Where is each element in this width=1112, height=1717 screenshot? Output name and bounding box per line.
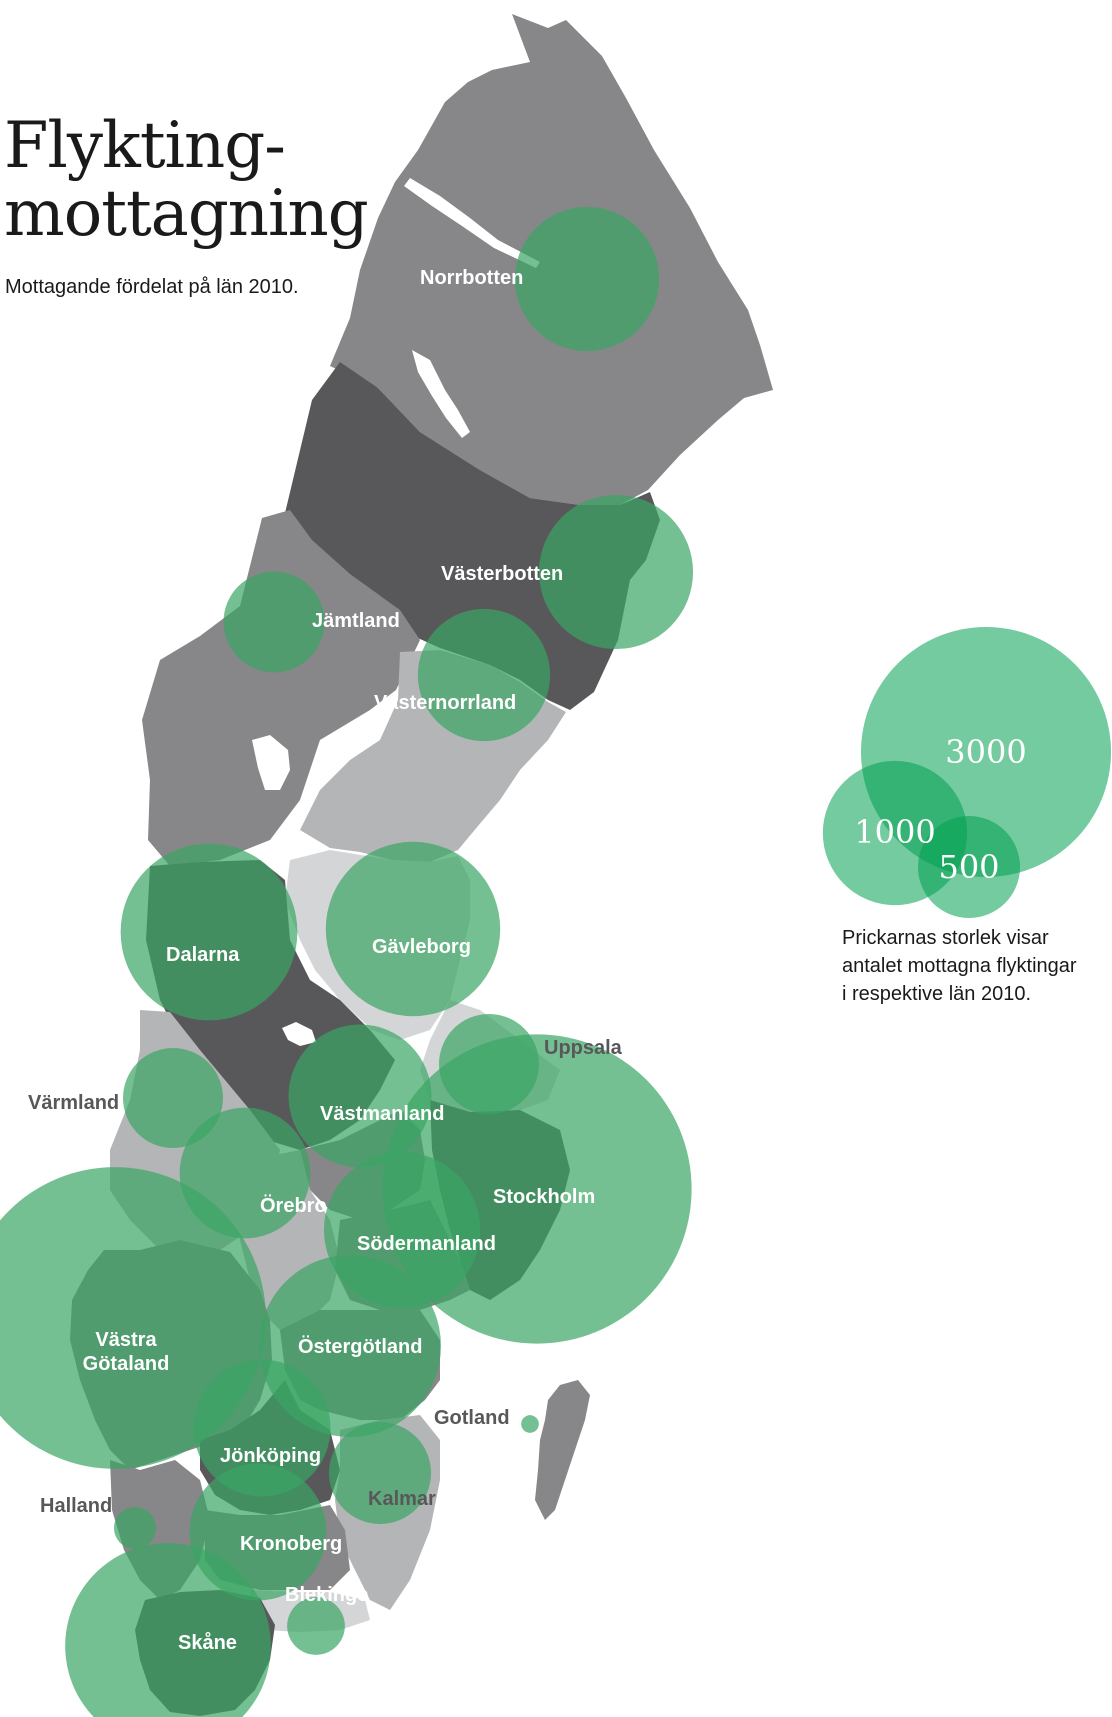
bubble-gavleborg[interactable] — [325, 841, 501, 1017]
bubble-skane[interactable] — [65, 1543, 271, 1717]
bubble-blekinge[interactable] — [287, 1597, 345, 1655]
label-gavleborg: Gävleborg — [372, 936, 471, 958]
label-kalmar: Kalmar — [368, 1488, 436, 1510]
lake-shape — [412, 350, 470, 438]
bubble-dalarna[interactable] — [120, 843, 298, 1021]
label-jonkoping: Jönköping — [220, 1445, 321, 1467]
label-norrbotten: Norrbotten — [420, 267, 523, 289]
label-uppsala: Uppsala — [544, 1037, 623, 1059]
bubble-jamtland[interactable] — [223, 571, 325, 673]
refugee-bubbles — [0, 206, 694, 1717]
bubble-varmland[interactable] — [123, 1048, 223, 1148]
label-ostergotland: Östergötland — [298, 1335, 422, 1358]
legend-value-1000: 1000 — [854, 813, 935, 851]
label-varmland: Värmland — [28, 1092, 119, 1114]
bubble-jonkoping[interactable] — [193, 1359, 331, 1497]
label-jamtland: Jämtland — [312, 610, 400, 632]
label-vasternorrland: Västernorrland — [374, 692, 516, 714]
label-skane: Skåne — [178, 1631, 237, 1654]
page-subtitle: Mottagande fördelat på län 2010. — [5, 276, 299, 298]
bubble-norrbotten[interactable] — [514, 206, 660, 352]
page-title: Flykting- mottagning — [4, 109, 369, 251]
region-labels: NorrbottenVästerbottenJämtlandVästernorr… — [28, 267, 623, 1654]
label-vasterbotten: Västerbotten — [441, 563, 563, 585]
lake-shape — [282, 1022, 316, 1046]
label-dalarna: Dalarna — [166, 944, 240, 966]
label-sodermanland: Södermanland — [357, 1233, 496, 1255]
legend-bubble-500 — [917, 815, 1021, 919]
bubble-gotland[interactable] — [521, 1415, 539, 1433]
bubble-halland[interactable] — [113, 1506, 157, 1550]
label-halland: Halland — [40, 1495, 112, 1517]
legend-value-500: 500 — [938, 848, 999, 886]
label-kronoberg: Kronoberg — [240, 1533, 342, 1555]
label-vastmanland: Västmanland — [320, 1103, 444, 1125]
label-blekinge: Blekinge — [285, 1584, 368, 1606]
bubble-vasterbotten[interactable] — [538, 494, 694, 650]
title-line2: mottagning — [4, 177, 369, 251]
lake-shape — [404, 178, 540, 268]
bubble-kalmar[interactable] — [328, 1421, 432, 1525]
label-stockholm: Stockholm — [493, 1186, 595, 1208]
legend-caption-line1: Prickarnas storlek visar — [842, 927, 1049, 949]
bubble-vasternorrland[interactable] — [417, 608, 551, 742]
lake-shape — [252, 735, 290, 790]
label-orebro: Örebro — [260, 1194, 327, 1217]
bubble-vastra-gotaland[interactable] — [0, 1167, 266, 1469]
region-shape-gotland[interactable] — [535, 1380, 590, 1520]
legend-value-3000: 3000 — [945, 733, 1026, 771]
legend-caption-line2: antalet mottagna flyktingar — [842, 955, 1077, 977]
label-gotland: Gotland — [434, 1407, 510, 1429]
legend-caption: Prickarnas storlek visar antalet mottagn… — [842, 924, 1112, 1008]
legend-caption-line3: i respektive län 2010. — [842, 983, 1032, 1005]
title-line1: Flykting- — [4, 109, 286, 183]
region-shape-jamtland[interactable] — [142, 510, 420, 866]
